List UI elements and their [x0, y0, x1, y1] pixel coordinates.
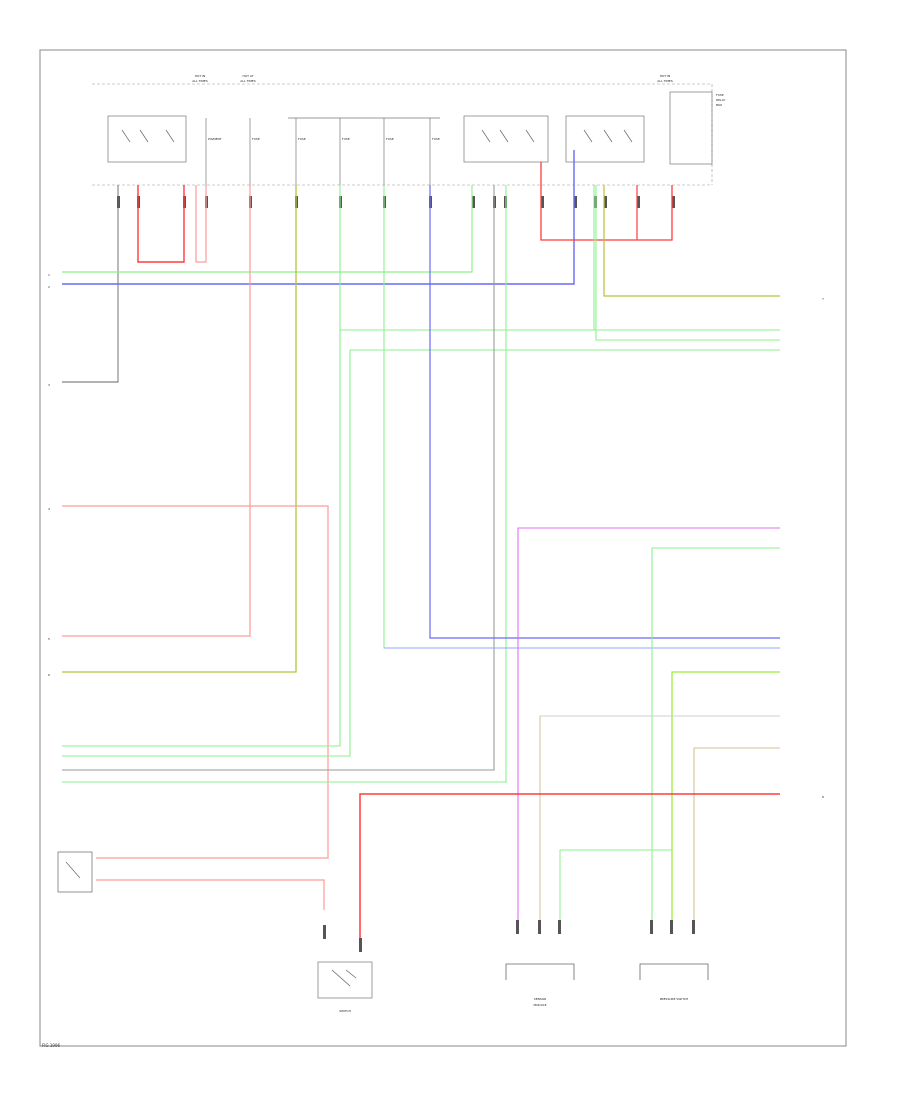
wire-ltred-mid: [62, 505, 329, 859]
top-label-3: HOT IN: [660, 74, 671, 78]
side-number-1: 1: [48, 273, 50, 277]
switch-component: [317, 961, 373, 999]
wire-grn-rmid: [651, 547, 780, 920]
wire-ltred-fuse2: [62, 185, 251, 637]
wire-grn-long: [62, 185, 507, 783]
wire-red-bottom: [359, 793, 780, 950]
sensor-bracket-2: [639, 963, 709, 980]
wire-ltred-loop: [195, 185, 207, 263]
top-sublabel-1: ALL TIMES: [192, 79, 208, 83]
wire-grn-bottom: [559, 849, 672, 920]
module-label-1: FUSE: [716, 93, 724, 97]
module-right: [669, 91, 713, 165]
component-label-1: SWITCH: [339, 1009, 351, 1013]
fuse-label-3: FUSE: [298, 137, 306, 141]
wire-grn-fuse4b: [62, 350, 351, 757]
wire-blue-top: [62, 150, 575, 285]
top-label-2: HOT AT: [242, 74, 253, 78]
figure-footer: FIG 1996: [42, 1043, 61, 1048]
wire-red-right: [540, 162, 673, 241]
top-label-1: HOT IN: [195, 74, 206, 78]
wire-ygrn-right: [603, 185, 780, 297]
wire-ygrn-fuse3: [62, 185, 297, 673]
wire-magenta: [517, 527, 780, 920]
top-sublabel-2: ALL TIMES: [240, 79, 256, 83]
side-number-4: 4: [48, 507, 50, 511]
wire-blue-fuse6: [429, 185, 780, 639]
component-label-2: SENSOR: [534, 997, 546, 1001]
module-label-3: BOX: [716, 103, 722, 107]
side-number-8: 8: [822, 795, 824, 799]
wire-black-left: [62, 185, 119, 383]
fuse-label-2: FUSE: [252, 137, 260, 141]
bottom-connector-pins: [323, 920, 695, 952]
fuse-label-4: FUSE: [342, 137, 350, 141]
wire-tan: [693, 747, 780, 920]
side-number-3: 3: [48, 383, 50, 387]
relay-1: [107, 115, 187, 163]
switch-contacts: [331, 969, 357, 987]
side-number-5: 5: [48, 637, 50, 641]
wire-grn-right-2: [595, 185, 780, 341]
component-label-3: MODULE: [533, 1003, 546, 1007]
side-number-6: 6: [48, 673, 50, 677]
relay-2: [463, 115, 549, 163]
module-label-2: RELAY: [716, 98, 726, 102]
side-number-2: 2: [48, 285, 50, 289]
sensor-bracket-1: [505, 963, 575, 980]
fuse-label-6: FUSE: [432, 137, 440, 141]
wire-grn-fuse4: [62, 185, 341, 747]
wire-red-loop: [137, 185, 185, 263]
fuse-label-5: FUSE: [386, 137, 394, 141]
relay-contacts: [121, 129, 633, 143]
fuse-drops: [205, 117, 440, 185]
component-label-4: PRESSURE SWITCH: [660, 997, 689, 1001]
wire-lime: [671, 671, 780, 920]
side-number-7: 7: [822, 297, 824, 301]
left-switch-symbol: [57, 851, 93, 893]
wire-gray-long: [62, 185, 495, 771]
fuse-label-1: PIGMENT: [208, 137, 222, 141]
relay-3: [565, 115, 645, 163]
wire-ltred-switch: [96, 879, 325, 910]
top-sublabel-3: ALL TIMES: [657, 79, 673, 83]
wire-green-top: [62, 185, 473, 273]
